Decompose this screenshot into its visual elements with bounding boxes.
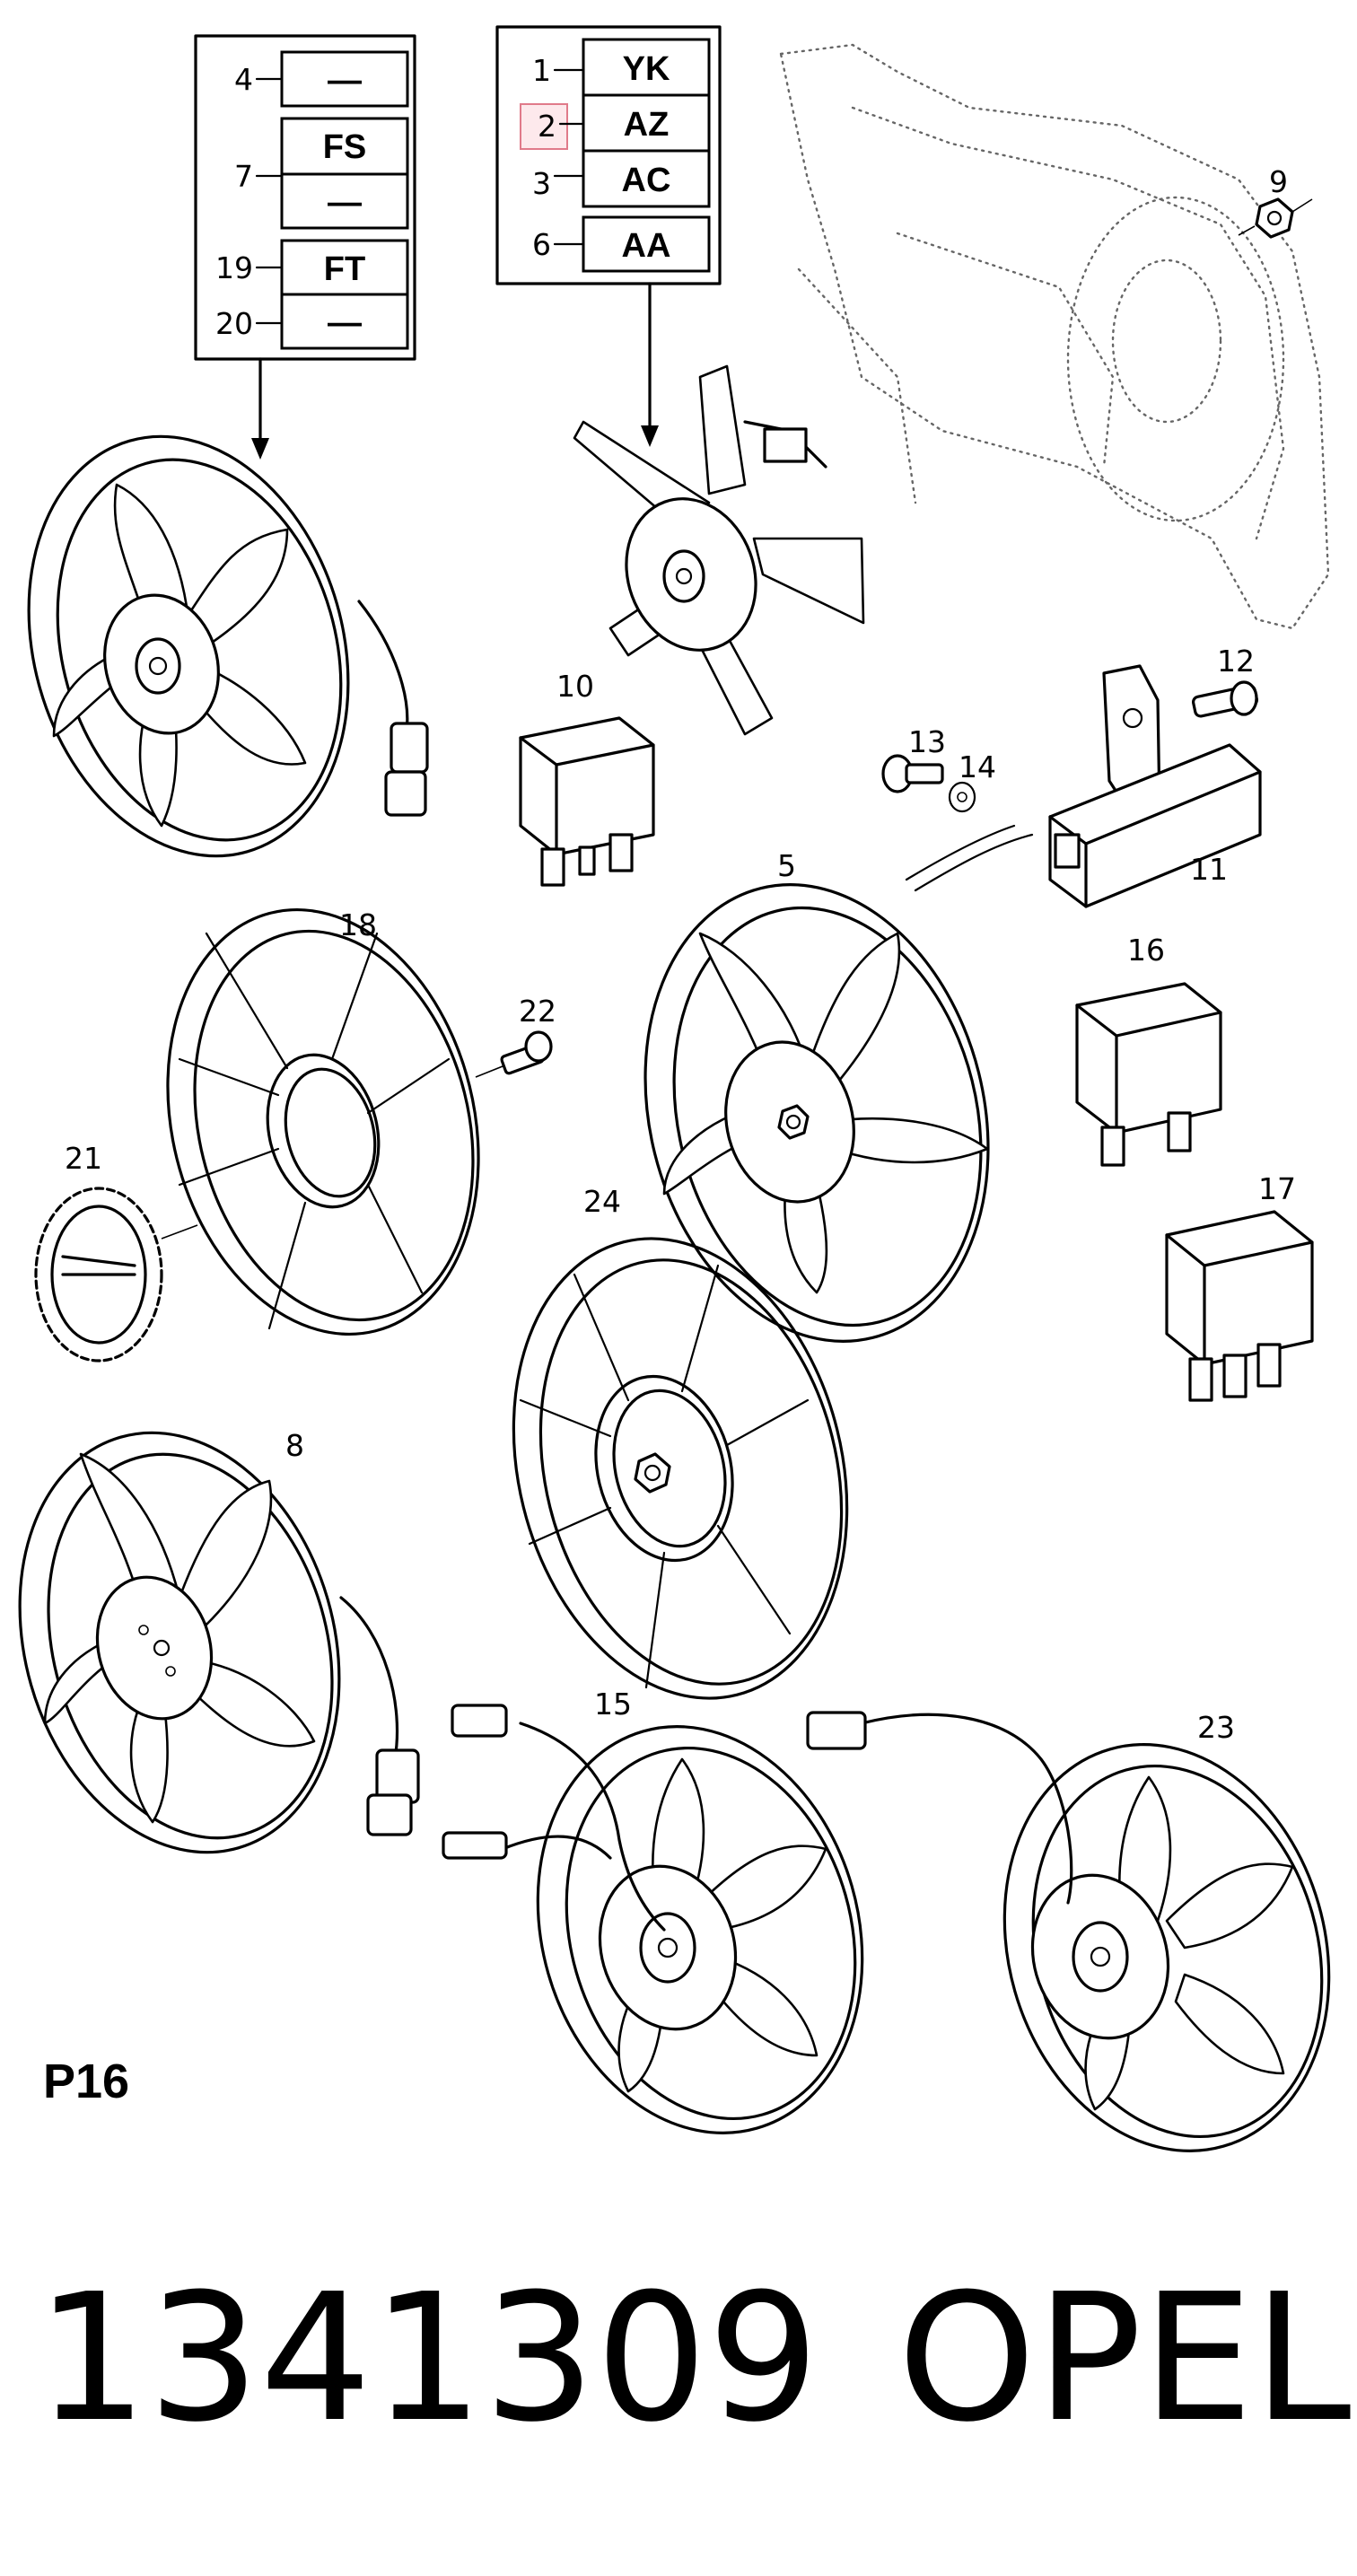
legend-code: AZ [624, 106, 670, 144]
callout-22: 22 [519, 994, 556, 1029]
fan-small-5-blade [573, 364, 865, 736]
relay-16 [1075, 982, 1222, 1167]
fan-24 [512, 1237, 849, 1700]
callout-24: 24 [583, 1184, 621, 1219]
callout-13: 13 [908, 724, 946, 759]
legend-row: 6 AA [532, 215, 711, 273]
legend-box-left: 4 — 7 FS — 19 FT 20 — [194, 34, 416, 460]
highlight-marker [520, 103, 568, 150]
legend-ref: 1 [532, 53, 551, 88]
fan-5 [643, 883, 990, 1343]
legend-code: FS [323, 128, 367, 166]
arrow-head [641, 425, 659, 447]
legend-code: — [328, 184, 362, 222]
legend-cell [280, 172, 409, 230]
legend-ref: 2 [538, 109, 556, 144]
callout-18: 18 [339, 907, 377, 942]
clutch-ring-21 [34, 1187, 198, 1362]
legend-ref: 6 [532, 227, 551, 262]
fan-23 [806, 1711, 1331, 2152]
legend-ref: 19 [215, 250, 253, 285]
part-callouts: 9 10 12 13 14 11 5 18 16 22 21 24 17 8 1… [65, 164, 1296, 1745]
legend-code: — [328, 304, 362, 342]
legend-ref: 7 [234, 159, 253, 194]
callout-10: 10 [556, 669, 594, 704]
callout-21: 21 [65, 1141, 102, 1176]
legend-row: 7 FS — [234, 117, 409, 230]
legend-cell [582, 149, 711, 208]
legend-row: 3 AC [532, 149, 711, 208]
legend-code: FT [324, 250, 365, 288]
callout-15: 15 [594, 1687, 632, 1722]
legend-code: YK [623, 50, 670, 88]
fan-18 [166, 908, 480, 1336]
fan-8 [18, 1431, 420, 1854]
fan-assembly-top-left [27, 434, 429, 858]
legend-code: — [328, 62, 362, 100]
part-number: 1341309 [36, 2256, 819, 2461]
legend-code: AC [622, 162, 671, 199]
relay-17 [1165, 1210, 1314, 1402]
callout-16: 16 [1127, 933, 1165, 968]
callout-5: 5 [777, 848, 796, 883]
legend-row: 4 — [234, 50, 409, 108]
legend-row: 2 AZ [538, 93, 711, 153]
legend-cell [582, 215, 711, 273]
callout-23: 23 [1197, 1710, 1235, 1745]
fan-shroud-outline [779, 43, 1330, 630]
legend-row: 19 FT [215, 239, 409, 296]
wire-lead [905, 824, 1016, 881]
legend-cell [280, 117, 409, 176]
callout-12: 12 [1217, 644, 1255, 679]
legend-cell [280, 293, 409, 350]
brand-name: OPEL [897, 2256, 1352, 2461]
relay-10 [519, 716, 655, 887]
legend-ref: 3 [532, 166, 551, 201]
screw-13 [881, 754, 944, 793]
legend-ref: 20 [215, 306, 253, 341]
screw-22 [475, 1030, 553, 1078]
legend-row: 1 YK [532, 38, 711, 97]
legend-code: AA [622, 227, 671, 265]
resistor-bracket-11 [1048, 664, 1262, 908]
callout-14: 14 [959, 749, 996, 784]
callout-8: 8 [285, 1428, 304, 1463]
callout-9: 9 [1269, 164, 1288, 199]
legend-row: 20 — [215, 293, 409, 350]
fan-15 [442, 1704, 864, 2134]
arrow-head [251, 438, 269, 460]
wire-lead [914, 833, 1034, 892]
legend-cell [280, 50, 409, 108]
part-9-nut [1238, 197, 1313, 239]
screw-12 [1191, 680, 1259, 718]
washer-14 [948, 781, 976, 813]
callout-11: 11 [1190, 852, 1228, 887]
legend-box-right: 1 YK 2 AZ 3 AC 6 AA [495, 25, 722, 447]
diagram-code: P16 [43, 2055, 130, 2108]
callout-17: 17 [1258, 1171, 1296, 1206]
legend-ref: 4 [234, 62, 253, 97]
